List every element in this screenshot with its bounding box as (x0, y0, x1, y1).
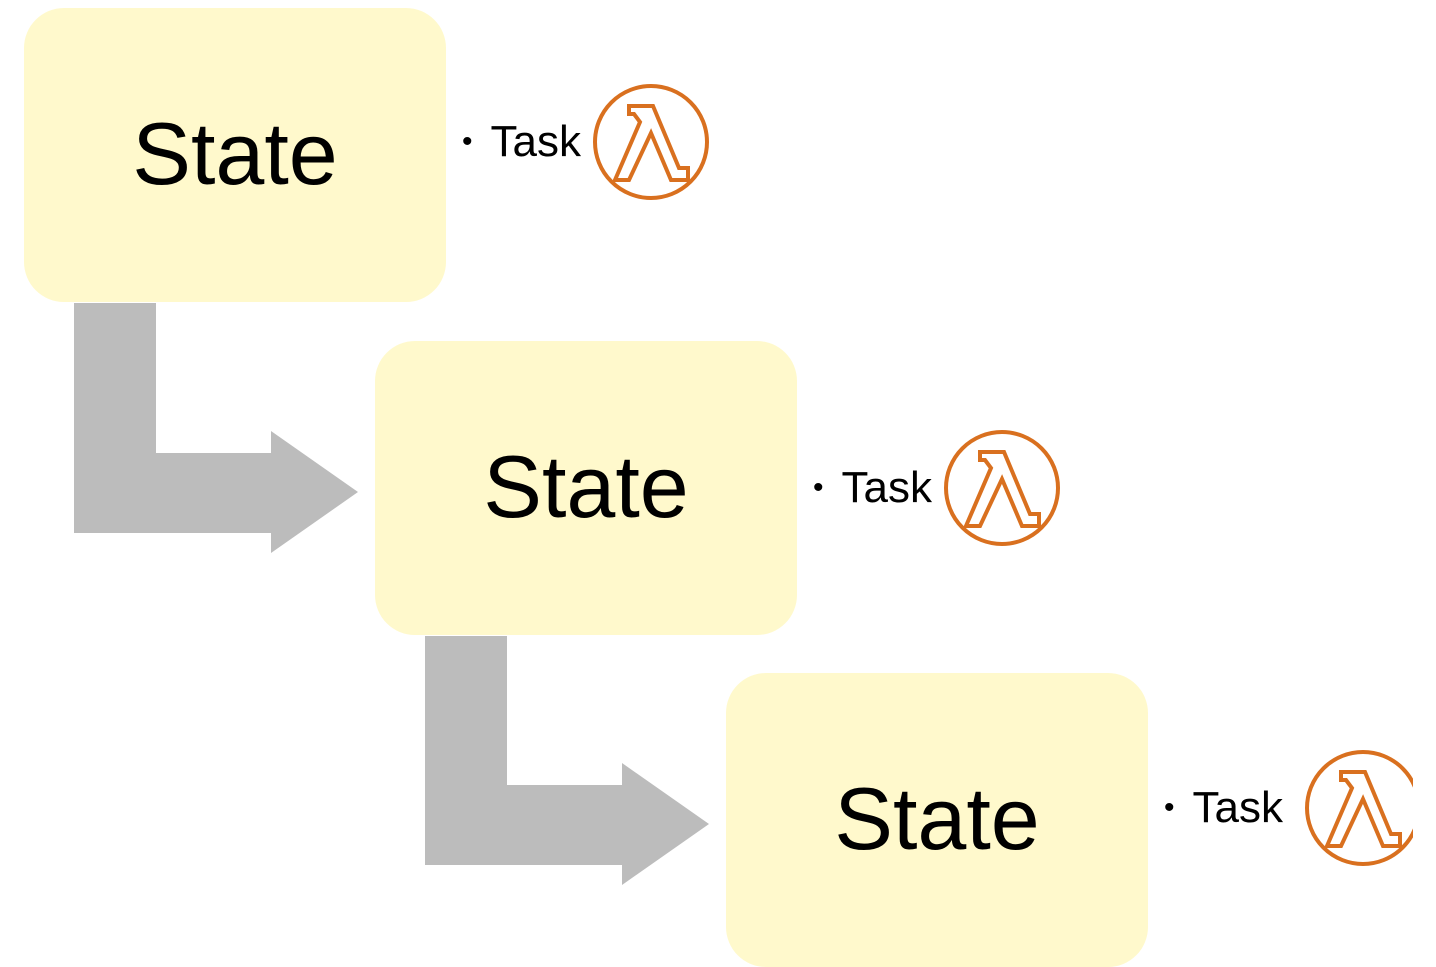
bullet-1: • (462, 125, 473, 158)
state-label-3: State (834, 769, 1040, 868)
state-box-2: State (375, 341, 797, 635)
task-row-1: • Task (462, 80, 711, 204)
elbow-arrow-1 (74, 303, 358, 553)
lambda-icon (942, 428, 1062, 548)
elbow-arrow-2 (425, 636, 709, 885)
task-label-1: Task (490, 117, 581, 166)
state-label-1: State (132, 104, 338, 203)
task-label-2: Task (841, 463, 932, 512)
lambda-icon (1303, 748, 1413, 868)
task-row-2: • Task (813, 426, 1062, 550)
state-label-2: State (483, 437, 689, 536)
task-label-3: Task (1192, 783, 1283, 832)
bullet-2: • (813, 471, 824, 504)
bullet-3: • (1164, 791, 1175, 824)
state-box-3: State (726, 673, 1148, 967)
task-row-3: • Task (1164, 746, 1413, 870)
state-box-1: State (24, 8, 446, 302)
lambda-icon (591, 82, 711, 202)
